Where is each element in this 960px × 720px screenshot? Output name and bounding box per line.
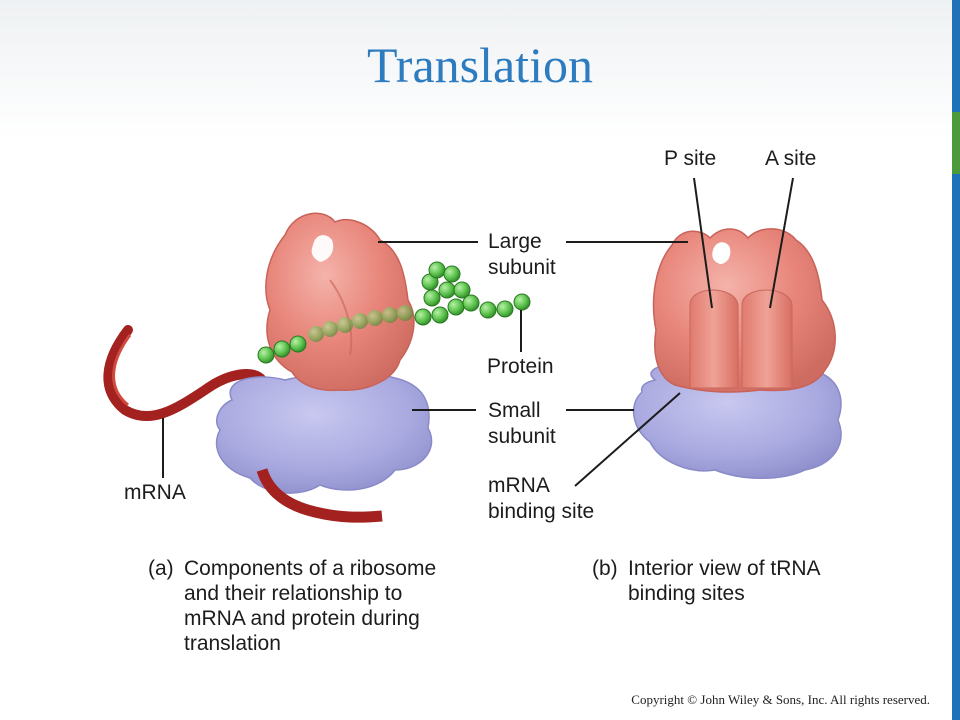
- label-mrna-binding-site: mRNA binding site: [488, 474, 595, 523]
- mrna-ribbon-back-highlight: [112, 334, 132, 407]
- label-protein: Protein: [487, 355, 554, 378]
- slide-title: Translation: [367, 37, 593, 93]
- mrna-ribbon-back: [103, 325, 267, 422]
- caption-a: (a) Components of a ribosome and their r…: [148, 556, 528, 666]
- copyright-notice: Copyright © John Wiley & Sons, Inc. All …: [631, 692, 930, 707]
- slide-edge-bar: [952, 0, 960, 720]
- large-subunit-right-notch: [712, 242, 731, 264]
- label-p-site: P site: [664, 147, 717, 170]
- caption-a-letter: (a): [148, 557, 174, 580]
- a-site-pocket: [741, 289, 793, 389]
- caption-b: (b) Interior view of tRNA binding sites: [592, 556, 912, 616]
- label-large-subunit: Large subunit: [488, 230, 556, 279]
- leader-mrna-binding: [574, 392, 681, 487]
- header-background: [0, 0, 960, 140]
- mrna-ribbon-front: [256, 468, 383, 523]
- leader-p-site: [693, 177, 713, 309]
- caption-b-letter: (b): [592, 557, 618, 580]
- label-mrna: mRNA: [124, 481, 186, 504]
- large-subunit-shape: [265, 212, 415, 392]
- label-small-subunit: Small subunit: [488, 399, 556, 448]
- leader-lines: [162, 177, 794, 487]
- leader-a-site: [769, 177, 794, 309]
- protein-beads-inner: [308, 305, 413, 342]
- p-site-pocket: [689, 289, 739, 389]
- label-a-site: A site: [765, 147, 817, 170]
- large-subunit-notch: [311, 235, 334, 262]
- caption-a-text: Components of a ribosome and their relat…: [184, 557, 437, 655]
- slide-edge-accent: [952, 112, 960, 174]
- protein-chain: [257, 261, 531, 364]
- caption-b-text: Interior view of tRNA binding sites: [628, 557, 821, 605]
- large-subunit-crease: [329, 279, 353, 356]
